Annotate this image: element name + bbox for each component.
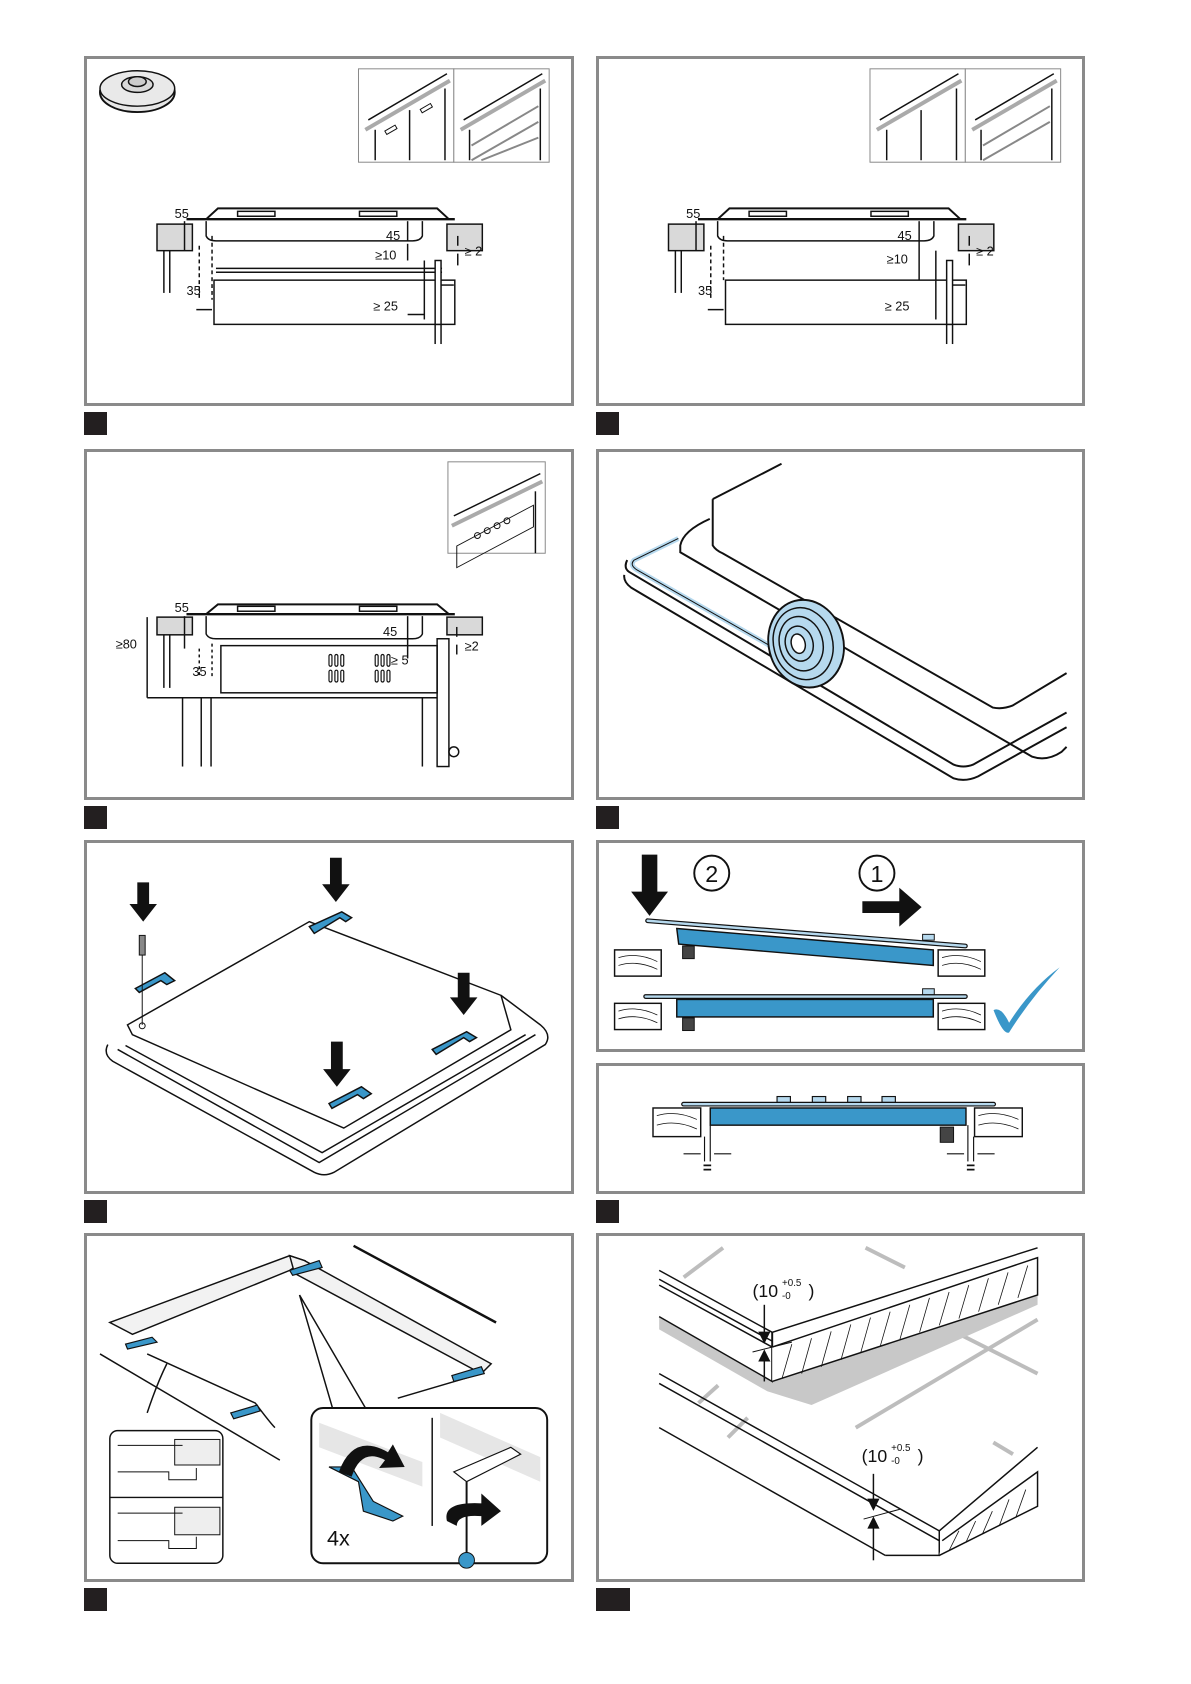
dim-80: ≥80 <box>116 637 137 652</box>
hob-tilted-drawing <box>648 921 966 966</box>
dim-35: 35 <box>186 283 200 298</box>
cabinet-drawers-thumbnail <box>454 69 549 162</box>
hob-underside-drawing <box>106 922 548 1175</box>
figure-8-drawing: (10 +0.5 -0 ) (10 +0.5 -0 ) <box>599 1236 1082 1579</box>
step-2-badge: 2 <box>694 856 729 891</box>
cabinet-doors-thumbnail <box>870 69 965 162</box>
dim-45: 45 <box>383 624 397 639</box>
step-2-number: 2 <box>705 861 718 887</box>
push-right-arrow-icon <box>862 888 921 927</box>
cabinet-doors-thumbnail <box>358 69 453 162</box>
svg-text:(10: (10 <box>862 1446 888 1466</box>
figure-2-drawing: 55 45 ≥10 ≥ 2 35 ≥ 25 <box>599 59 1082 403</box>
figure-5-drawing <box>87 843 571 1191</box>
figure-5-number-label <box>84 1200 107 1223</box>
svg-text:(10: (10 <box>753 1281 779 1301</box>
dim-35: 35 <box>698 283 712 298</box>
dim-45: 45 <box>386 228 400 243</box>
dim-45: 45 <box>898 228 912 243</box>
figure-7-drawing: 4x <box>87 1236 571 1579</box>
figure-4-drawing <box>599 452 1082 797</box>
hob-corner-drawing <box>624 464 1066 780</box>
tolerance-label-top: (10 +0.5 -0 ) <box>753 1278 815 1302</box>
dim-10: ≥10 <box>887 251 908 266</box>
figure-7-bracket-fastening: 4x <box>84 1233 574 1582</box>
dim-10: ≥10 <box>375 248 396 263</box>
detail-inset-bracket: 4x <box>311 1408 547 1568</box>
dim-55: 55 <box>686 206 700 221</box>
multiplier-text: 4x <box>327 1526 350 1551</box>
figure-3-number-label <box>84 806 107 829</box>
figure-1-drawing: 55 45 ≥10 ≥ 2 35 ≥ 25 <box>87 59 571 403</box>
control-knob-icon <box>777 1097 895 1103</box>
dim-25: ≥ 25 <box>373 299 398 314</box>
figure-8-number-label <box>596 1588 630 1611</box>
hob-seated-drawing <box>646 989 966 1031</box>
figure-1-number-label <box>84 412 107 435</box>
dim-25: ≥ 25 <box>885 299 910 314</box>
svg-text:+0.5: +0.5 <box>782 1278 802 1289</box>
equal-gap-left: = <box>703 1160 712 1177</box>
figure-6a-drawing: 2 1 <box>599 843 1082 1049</box>
step-1-number: 1 <box>870 861 883 887</box>
svg-text:-0: -0 <box>782 1291 791 1302</box>
figure-8-tiled-worktop: (10 +0.5 -0 ) (10 +0.5 -0 ) <box>596 1233 1085 1582</box>
checkmark-icon <box>994 967 1060 1032</box>
figure-4-sealing-tape <box>596 449 1085 800</box>
push-down-arrow-icon <box>631 855 668 916</box>
figure-2-cabinet-clearance: 55 45 ≥10 ≥ 2 35 ≥ 25 <box>596 56 1085 406</box>
gas-burner-icon <box>100 71 175 112</box>
cabinet-drawers-thumbnail <box>965 69 1060 162</box>
svg-text:): ) <box>918 1446 924 1466</box>
hob-body <box>710 1108 966 1125</box>
figure-6a-hob-insertion: 2 1 <box>596 840 1085 1052</box>
dim-2: ≥ 2 <box>465 244 483 259</box>
figure-3-drawing: 55 45 ≥80 ≥ 5 ≥2 35 <box>87 452 571 797</box>
dim-5: ≥ 5 <box>391 652 409 667</box>
figure-6b-hob-centering: = = <box>596 1063 1085 1194</box>
svg-text:): ) <box>809 1281 815 1301</box>
figure-3-oven-clearance: 55 45 ≥80 ≥ 5 ≥2 35 <box>84 449 574 800</box>
oven-thumbnail <box>448 462 545 568</box>
figure-4-number-label <box>596 806 619 829</box>
detail-inset-cabinet <box>110 1431 223 1564</box>
dim-2: ≥2 <box>465 639 479 654</box>
hob-section-drawing <box>157 208 482 344</box>
countertop-drawing <box>659 1248 1037 1556</box>
dim-2: ≥ 2 <box>976 244 994 259</box>
figure-7-number-label <box>84 1588 107 1611</box>
figure-6-number-label <box>596 1200 619 1223</box>
hob-section-drawing <box>669 208 994 344</box>
tolerance-label-bottom: (10 +0.5 -0 ) <box>862 1443 924 1467</box>
figure-2-number-label <box>596 412 619 435</box>
dim-55: 55 <box>175 600 189 615</box>
figure-1-cabinet-clearance: 55 45 ≥10 ≥ 2 35 ≥ 25 <box>84 56 574 406</box>
figure-5-bracket-attachment <box>84 840 574 1194</box>
equal-gap-right: = <box>966 1160 975 1177</box>
oven-section-drawing <box>147 604 482 766</box>
figure-6b-drawing: = = <box>599 1066 1082 1191</box>
dim-35: 35 <box>192 664 206 679</box>
svg-text:-0: -0 <box>891 1456 900 1467</box>
step-1-badge: 1 <box>859 856 894 891</box>
dim-55: 55 <box>175 206 189 221</box>
svg-text:+0.5: +0.5 <box>891 1443 911 1454</box>
